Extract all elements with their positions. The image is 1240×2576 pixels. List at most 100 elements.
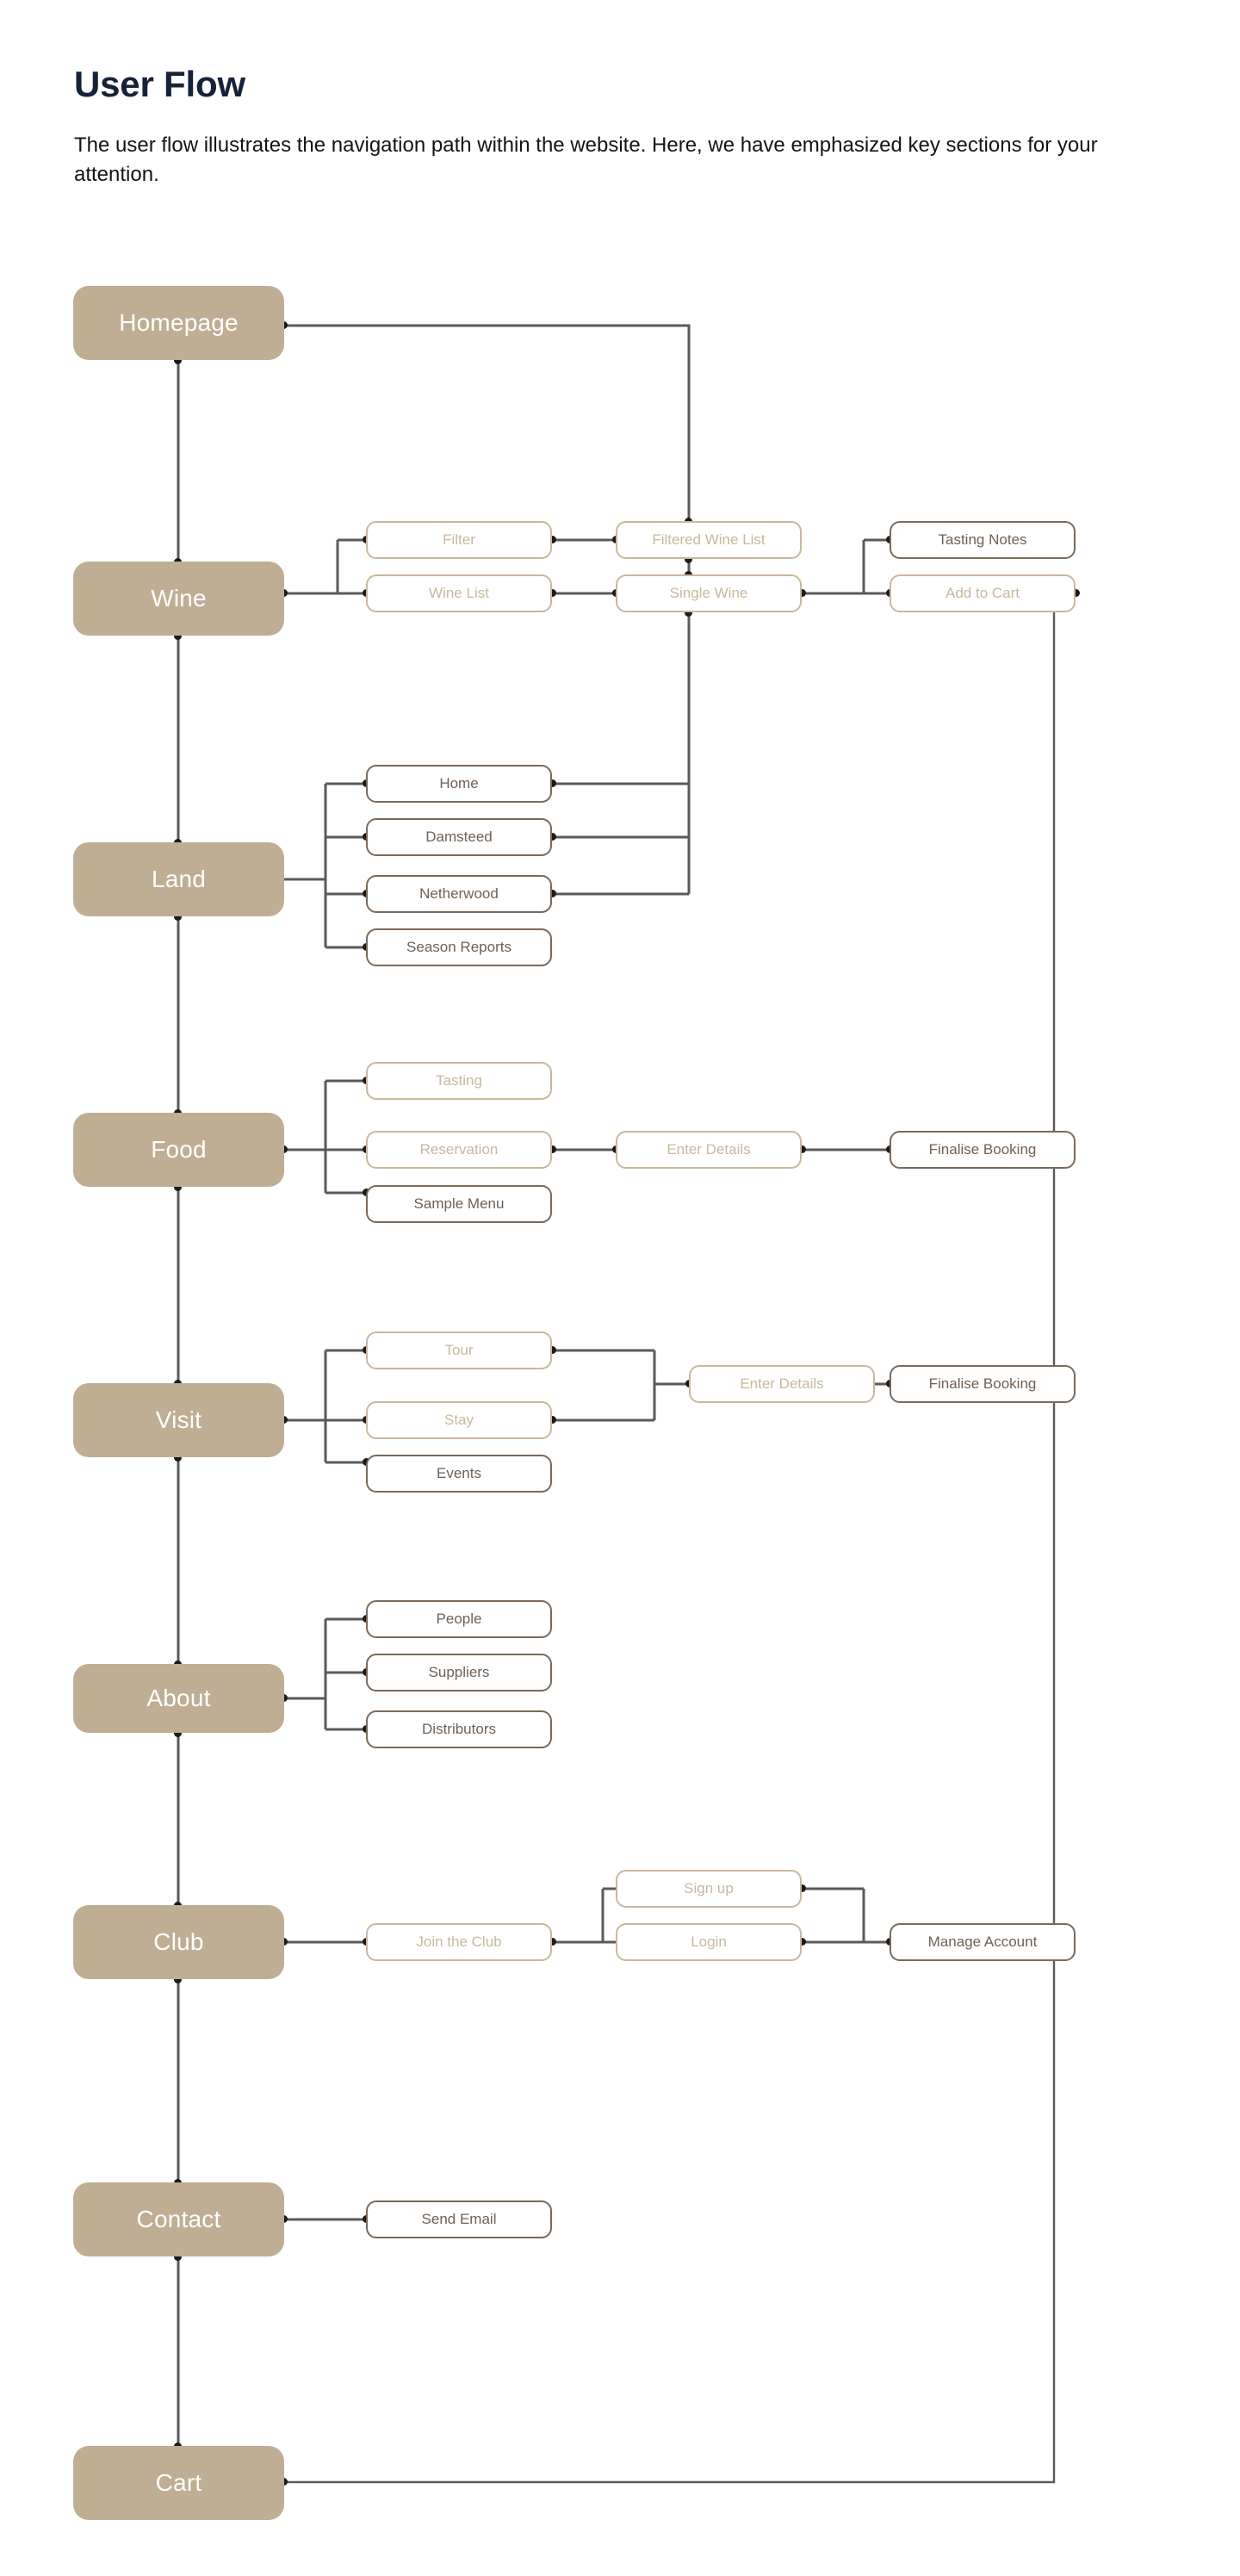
node-label: Single Wine — [669, 585, 748, 601]
node-label: Reservation — [419, 1141, 499, 1158]
node-cart[interactable]: Cart — [73, 2446, 284, 2520]
connector-dot — [1072, 589, 1080, 597]
node-label: Food — [151, 1136, 207, 1163]
node-tour[interactable]: Tour — [366, 1331, 552, 1369]
node-people[interactable]: People — [366, 1600, 552, 1638]
node-visit-enter-details[interactable]: Enter Details — [689, 1365, 875, 1403]
connector-dot — [685, 609, 692, 617]
node-label: Finalise Booking — [928, 1141, 1037, 1158]
node-food-finalise-booking[interactable]: Finalise Booking — [890, 1131, 1076, 1169]
connector-dot — [174, 2253, 182, 2261]
connector-dot — [798, 1145, 806, 1153]
node-label: Home — [439, 775, 479, 791]
node-label: Filter — [443, 531, 475, 548]
node-tasting-notes[interactable]: Tasting Notes — [890, 521, 1076, 559]
node-tasting[interactable]: Tasting — [366, 1062, 552, 1100]
node-label: Login — [691, 1934, 727, 1950]
node-label: Homepage — [119, 309, 239, 336]
connector-dot — [174, 1183, 182, 1191]
node-label: Stay — [443, 1412, 474, 1428]
node-join-the-club[interactable]: Join the Club — [366, 1923, 552, 1961]
connector-dot — [549, 1145, 556, 1153]
node-label: Land — [151, 866, 207, 892]
node-contact[interactable]: Contact — [73, 2182, 284, 2256]
node-label: Join the Club — [416, 1934, 502, 1950]
node-label: Add to Cart — [946, 585, 1020, 601]
connector-dot — [549, 779, 556, 787]
node-season-reports[interactable]: Season Reports — [366, 928, 552, 966]
node-land[interactable]: Land — [73, 842, 284, 916]
node-distributors[interactable]: Distributors — [366, 1710, 552, 1748]
node-label: Distributors — [422, 1721, 496, 1737]
node-label: Cart — [155, 2469, 202, 2496]
node-label: Wine — [151, 585, 207, 611]
node-label: Wine List — [429, 585, 489, 601]
connector-dot — [174, 1454, 182, 1462]
node-sign-up[interactable]: Sign up — [616, 1870, 802, 1908]
node-label: Season Reports — [406, 939, 512, 955]
node-manage-account[interactable]: Manage Account — [890, 1923, 1076, 1961]
connector-dot — [549, 536, 556, 543]
node-label: Tour — [444, 1342, 474, 1358]
node-label: Filtered Wine List — [652, 531, 766, 548]
node-sample-menu[interactable]: Sample Menu — [366, 1185, 552, 1223]
node-label: Sign up — [684, 1880, 734, 1896]
node-label: Contact — [136, 2206, 221, 2232]
page-title: User Flow — [74, 64, 245, 104]
connector-dot — [174, 632, 182, 640]
node-stay[interactable]: Stay — [366, 1401, 552, 1439]
connector-dot — [549, 589, 556, 597]
node-visit-finalise-booking[interactable]: Finalise Booking — [890, 1365, 1076, 1403]
node-label: Enter Details — [666, 1141, 751, 1158]
node-label: Damsteed — [425, 829, 493, 845]
connector-dot — [549, 1416, 556, 1424]
node-login[interactable]: Login — [616, 1923, 802, 1961]
connector-dot — [549, 833, 556, 841]
node-label: People — [436, 1611, 482, 1627]
page-description: The user flow illustrates the navigation… — [74, 133, 1098, 187]
connector-dot — [174, 1976, 182, 1983]
node-filtered-wine-list[interactable]: Filtered Wine List — [616, 521, 802, 559]
node-label: Manage Account — [927, 1934, 1038, 1950]
node-home[interactable]: Home — [366, 765, 552, 803]
node-damsteed[interactable]: Damsteed — [366, 818, 552, 856]
node-label: Send Email — [421, 2211, 497, 2227]
node-filter[interactable]: Filter — [366, 521, 552, 559]
node-single-wine[interactable]: Single Wine — [616, 574, 802, 612]
connector-dot — [798, 1884, 806, 1892]
connector-dot — [174, 913, 182, 921]
node-events[interactable]: Events — [366, 1455, 552, 1493]
node-label: Visit — [155, 1406, 202, 1433]
node-food-enter-details[interactable]: Enter Details — [616, 1131, 802, 1169]
node-label: Netherwood — [419, 885, 499, 902]
node-wine[interactable]: Wine — [73, 562, 284, 636]
node-label: About — [146, 1685, 211, 1711]
connector-dot — [174, 357, 182, 364]
node-homepage[interactable]: Homepage — [73, 286, 284, 360]
connector-dot — [549, 890, 556, 897]
connector-dot — [549, 1938, 556, 1946]
connector-dot — [549, 1346, 556, 1354]
node-club[interactable]: Club — [73, 1905, 284, 1979]
node-send-email[interactable]: Send Email — [366, 2200, 552, 2238]
node-wine-list[interactable]: Wine List — [366, 574, 552, 612]
node-label: Suppliers — [428, 1664, 490, 1680]
node-label: Finalise Booking — [928, 1375, 1037, 1392]
node-food[interactable]: Food — [73, 1113, 284, 1187]
node-label: Events — [437, 1465, 481, 1481]
node-suppliers[interactable]: Suppliers — [366, 1654, 552, 1691]
node-netherwood[interactable]: Netherwood — [366, 875, 552, 913]
node-label: Sample Menu — [413, 1195, 505, 1212]
connector-dot — [798, 589, 806, 597]
node-label: Tasting — [436, 1072, 482, 1089]
node-reservation[interactable]: Reservation — [366, 1131, 552, 1169]
node-visit[interactable]: Visit — [73, 1383, 284, 1457]
connector-dot — [685, 556, 692, 563]
node-label: Club — [153, 1928, 204, 1955]
node-label: Enter Details — [740, 1375, 824, 1392]
node-add-to-cart[interactable]: Add to Cart — [890, 574, 1076, 612]
node-about[interactable]: About — [73, 1664, 284, 1733]
connector-dot — [174, 1729, 182, 1737]
connector-dot — [798, 1938, 806, 1946]
